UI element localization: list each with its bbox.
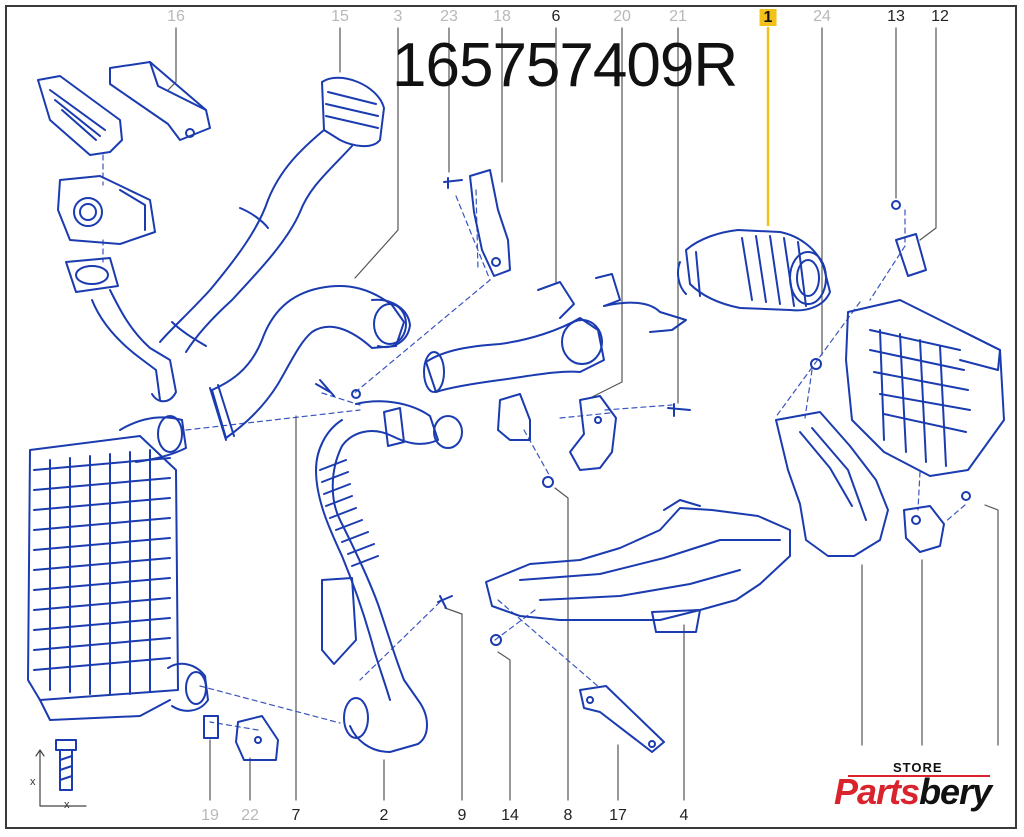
callout-top-21: 21 [669,8,687,25]
callout-top-20: 20 [613,8,631,25]
logo-brand-text: Partsbery [834,771,992,812]
part-16-heat-shield [109,61,211,141]
callout-top-13: 13 [887,8,905,25]
bracket-18-23 [443,169,511,277]
callout-top-18: 18 [493,8,511,25]
air-filter-housing [810,299,1005,501]
callout-bottom-17: 17 [609,807,627,824]
part-4-intake-duct [485,499,791,646]
legend-axis-x-bottom: x [64,799,70,811]
legend-axis-x-top: x [30,776,36,788]
fasteners-19-22 [203,379,453,761]
logo-brand-part1: Parts [834,771,920,812]
partsbery-store-logo: STORE Partsbery [830,760,1010,820]
sensor-12-13 [891,200,927,277]
callout-top-1-highlighted: 1 [759,9,777,26]
callout-bottom-14: 14 [501,807,519,824]
resonator-duct-right [775,411,945,557]
diagram-frame [5,5,1017,829]
callout-top-15: 15 [331,8,349,25]
callout-bottom-9: 9 [457,807,467,824]
callout-bottom-22: 22 [241,807,259,824]
logo-store-text: STORE [890,760,946,775]
callout-bottom-19: 19 [201,807,219,824]
callout-bottom-7: 7 [291,807,301,824]
callout-bottom-4: 4 [679,807,689,824]
intercooler-left [27,415,209,721]
part-number-heading: 165757409R [392,31,738,100]
callout-top-24: 24 [813,8,831,25]
callout-bottom-8: 8 [563,807,573,824]
part-3-mid-duct [209,284,411,441]
part-15-upper-hose [91,76,385,403]
callout-top-16: 16 [167,8,185,25]
callout-top-23: 23 [440,8,458,25]
assembly-dash-lines [102,154,966,731]
callout-top-3: 3 [393,8,403,25]
part-1-turbo-inlet-hose [677,229,831,312]
part-6-connector-hose [423,273,687,393]
bolt-legend-symbol [35,739,87,807]
callout-top-12: 12 [931,8,949,25]
callout-top-6: 6 [551,8,561,25]
part-17-strap [579,685,665,753]
bottom-leader-lines [209,415,999,801]
callout-bottom-2: 2 [379,807,389,824]
logo-underline [848,775,990,777]
egr-valve-assembly [37,75,156,293]
part-20-bracket [497,393,691,488]
logo-brand-part2: bery [919,771,992,812]
part-2-lower-hose [315,400,463,753]
top-leader-lines [167,27,937,404]
